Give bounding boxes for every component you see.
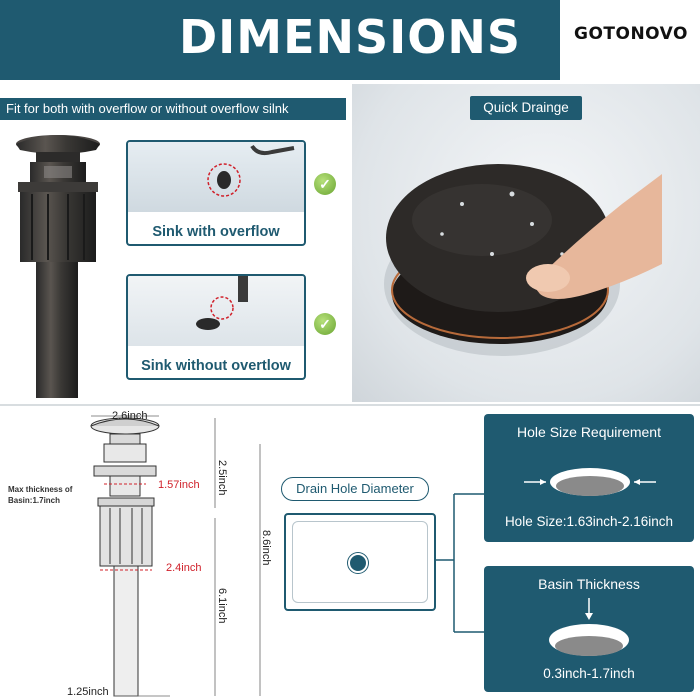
header-banner: DIMENSIONS GOTONOVO <box>0 0 700 80</box>
top-width-label: 2.6inch <box>112 410 148 422</box>
body-width-label: 2.4inch <box>166 562 202 574</box>
faucet-icon <box>250 144 295 156</box>
sink-with-overflow-card: Sink with overflow <box>126 140 306 246</box>
tail-width-label: 1.25inch <box>67 686 109 698</box>
quick-drainage-photo <box>352 84 700 402</box>
sink-overflow-photo <box>128 142 304 212</box>
check-icon: ✓ <box>314 313 336 335</box>
drain-hole-marker <box>196 296 234 330</box>
panel-divider <box>349 82 352 404</box>
sink-without-overflow-label: Sink without overtlow <box>141 358 291 374</box>
hole-width-label: 1.57inch <box>158 479 200 491</box>
compatibility-caption: Fit for both with overflow or without ov… <box>0 98 346 120</box>
section-divider <box>0 404 700 406</box>
drain-stopper-photo <box>384 164 662 356</box>
overflow-hole-marker <box>207 163 241 197</box>
total-height-label: 8.6inch <box>260 530 272 566</box>
sink-without-overflow-card: Sink without overtlow <box>126 274 306 380</box>
tail-height-label: 6.1inch <box>216 588 228 624</box>
dimension-drawing <box>90 415 261 697</box>
sink-no-overflow-photo <box>128 276 304 346</box>
upper-height-label: 2.5inch <box>216 460 228 496</box>
max-thickness-label: Max thickness of Basin:1.7inch <box>8 485 73 505</box>
brand-area: GOTONOVO <box>560 0 700 80</box>
basin-thickness-value: 0.3inch-1.7inch <box>543 666 635 681</box>
basin-thickness-card: Basin Thickness 0.3inch-1.7inch <box>484 566 694 692</box>
hole-size-card: Hole Size Requirement Hole Size:1.63inch… <box>484 414 694 542</box>
check-icon: ✓ <box>314 173 336 195</box>
hole-size-icon <box>524 468 656 496</box>
connector-lines <box>436 493 484 633</box>
brand-logo: GOTONOVO <box>574 24 688 44</box>
drain-hole-diameter-label: Drain Hole Diameter <box>281 477 429 501</box>
hole-size-title: Hole Size Requirement <box>517 424 661 440</box>
basin-thickness-icon <box>549 598 629 656</box>
quick-drainage-label: Quick Drainge <box>470 96 582 120</box>
drain-hole-dot <box>348 553 368 573</box>
sink-with-overflow-label: Sink with overflow <box>152 224 280 240</box>
basin-inner <box>292 521 428 603</box>
pop-up-drain-image <box>16 135 100 398</box>
basin-thickness-title: Basin Thickness <box>538 576 640 592</box>
page-title: DIMENSIONS <box>179 10 521 64</box>
faucet-icon <box>238 276 248 302</box>
hole-size-value: Hole Size:1.63inch-2.16inch <box>504 514 674 529</box>
basin-diagram <box>284 513 436 611</box>
